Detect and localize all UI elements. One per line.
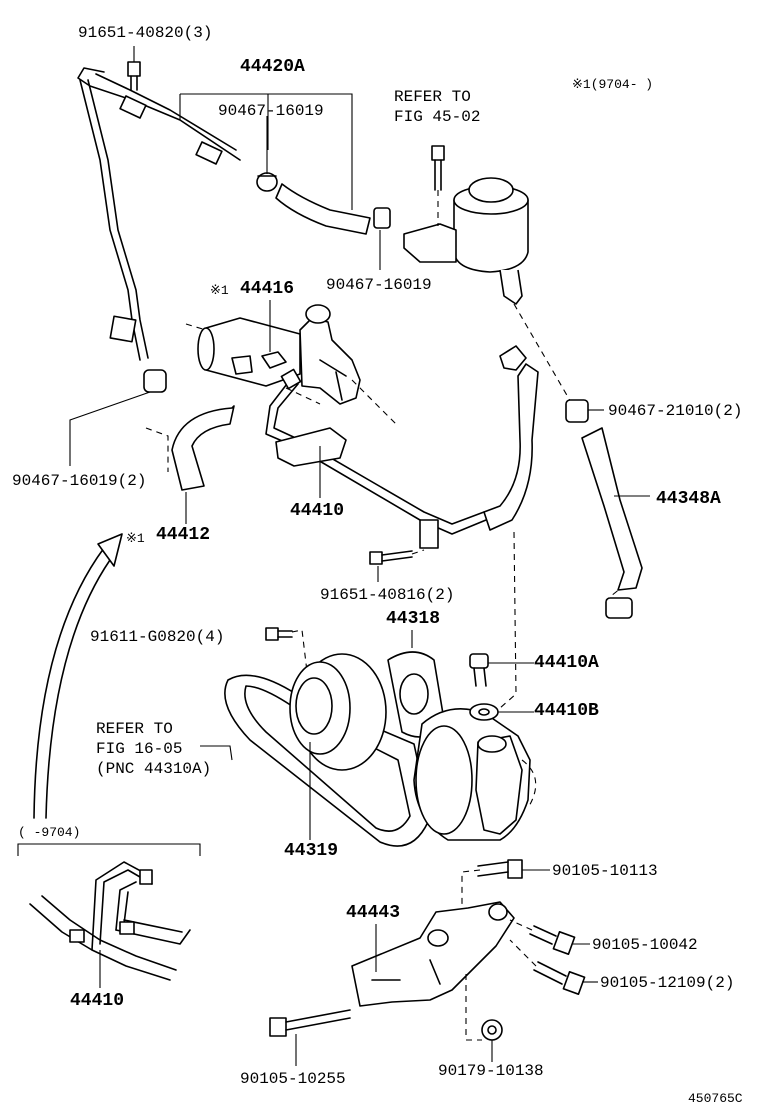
- bolt-91651-40816[interactable]: [369, 550, 413, 565]
- label-91651-40816[interactable]: 91651-40816(2): [320, 586, 455, 604]
- pressure-pipe-upper[interactable]: [77, 67, 241, 361]
- label-44318[interactable]: 44318: [386, 609, 441, 629]
- inset-pipe-44410[interactable]: [29, 861, 191, 981]
- label-90179-10138[interactable]: 90179-10138: [438, 1062, 544, 1080]
- clamp-90467-16019-lower[interactable]: [143, 369, 167, 393]
- nut-90179-10138[interactable]: [481, 1019, 503, 1041]
- label-refer-fig16-line3: (PNC 44310A): [96, 760, 212, 778]
- label-91651-40820[interactable]: 91651-40820(3): [78, 24, 213, 42]
- label-range-9704: ( -9704): [18, 825, 81, 840]
- label-90467-21010[interactable]: 90467-21010(2): [608, 402, 743, 420]
- label-44412-note-mark: ※1: [126, 531, 145, 546]
- label-90105-12109[interactable]: 90105-12109(2): [600, 974, 735, 992]
- pressure-hose-flex[interactable]: [483, 345, 539, 531]
- label-44443[interactable]: 44443: [346, 903, 401, 923]
- drawing-number: 450765C: [688, 1091, 743, 1106]
- label-44410a[interactable]: 44410A: [534, 653, 599, 673]
- suction-hose-44348a[interactable]: [581, 427, 643, 591]
- label-90105-10113[interactable]: 90105-10113: [552, 862, 658, 880]
- pump-pulley-44319[interactable]: [289, 653, 387, 771]
- bolt-90105-10113[interactable]: [477, 859, 523, 879]
- label-90467-16019-2[interactable]: 90467-16019(2): [12, 472, 147, 490]
- label-44410-main[interactable]: 44410: [290, 501, 345, 521]
- label-91611-g0820[interactable]: 91611-G0820(4): [90, 628, 225, 646]
- label-90105-10255[interactable]: 90105-10255: [240, 1070, 346, 1088]
- bolt-91651-40820[interactable]: [127, 61, 141, 91]
- bolt-90105-10042[interactable]: [529, 925, 576, 955]
- label-note-9704: ※1(9704- ): [572, 77, 654, 92]
- direction-arrow: [33, 533, 123, 819]
- label-44416[interactable]: 44416: [240, 279, 295, 299]
- clamp-90467-16019-top[interactable]: [256, 172, 278, 192]
- pump-body[interactable]: [197, 304, 361, 405]
- label-44412[interactable]: 44412: [156, 525, 211, 545]
- label-refer-fig45-line1: REFER TO: [394, 88, 471, 106]
- clamp-90467-16019-mid[interactable]: [373, 207, 391, 229]
- label-44410b[interactable]: 44410B: [534, 701, 599, 721]
- label-44410-inset[interactable]: 44410: [70, 991, 125, 1011]
- plate-44318[interactable]: [387, 651, 445, 738]
- union-pump[interactable]: [280, 368, 302, 390]
- union-bolt-44410a[interactable]: [469, 653, 489, 687]
- label-refer-fig16-line2[interactable]: FIG 16-05: [96, 740, 183, 758]
- return-hose-44412[interactable]: [171, 405, 235, 491]
- label-refer-fig16-line1: REFER TO: [96, 720, 173, 738]
- label-44348a[interactable]: 44348A: [656, 489, 721, 509]
- bolt-90105-10255[interactable]: [269, 1009, 351, 1037]
- return-hose-upper[interactable]: [275, 183, 371, 235]
- gasket-44410b[interactable]: [469, 703, 499, 721]
- pressure-tube-44410[interactable]: [265, 379, 487, 549]
- bolt-90105-12109[interactable]: [533, 961, 586, 995]
- label-44319[interactable]: 44319: [284, 841, 339, 861]
- label-44420a[interactable]: 44420A: [240, 57, 305, 77]
- bracket-44443[interactable]: [351, 901, 515, 1007]
- pump-housing-lower[interactable]: [413, 708, 537, 841]
- label-refer-fig45-line2[interactable]: FIG 45-02: [394, 108, 481, 126]
- bolt-91611-g0820[interactable]: [265, 627, 293, 641]
- label-90467-16019-top[interactable]: 90467-16019: [218, 102, 324, 120]
- clamp-90467-21010[interactable]: [565, 399, 633, 619]
- sensor-44416[interactable]: [231, 351, 287, 375]
- label-90105-10042[interactable]: 90105-10042: [592, 936, 698, 954]
- label-44416-note-mark: ※1: [210, 283, 229, 298]
- label-90467-16019-mid[interactable]: 90467-16019: [326, 276, 432, 294]
- bolt-reservoir[interactable]: [431, 145, 445, 191]
- reservoir-tank[interactable]: [403, 177, 529, 305]
